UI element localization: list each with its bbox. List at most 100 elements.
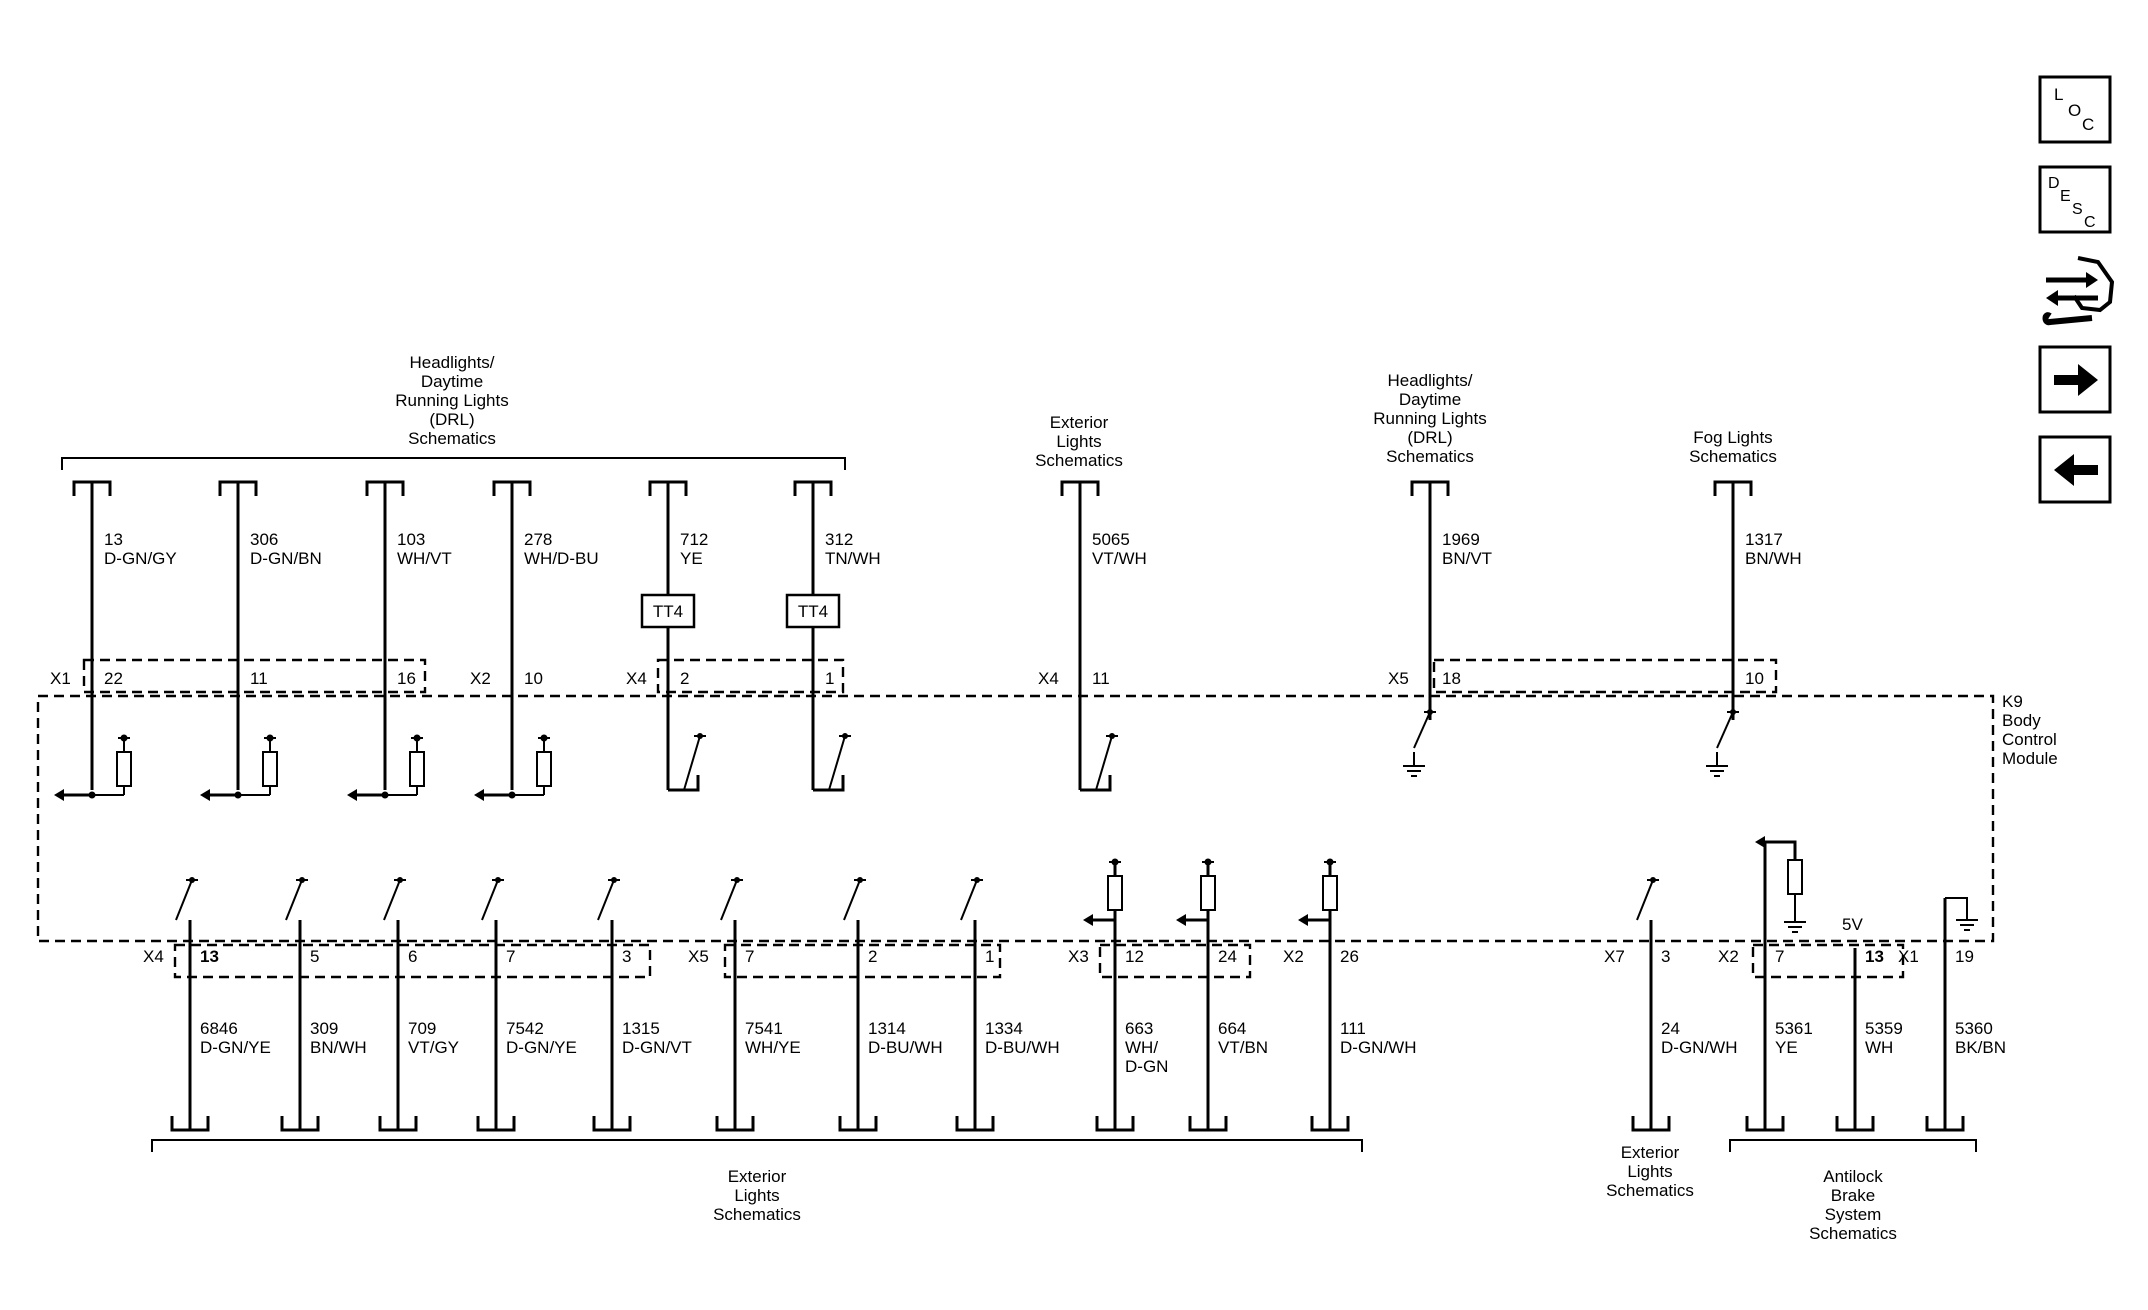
group-label-drl-top-2[interactable]: Headlights/ Daytime Running Lights (DRL)… <box>1373 371 1486 466</box>
wire-color-label: WH/YE <box>745 1038 801 1057</box>
group-label-fog-lights[interactable]: Fog Lights Schematics <box>1689 428 1777 466</box>
connector-id-label: X4 <box>143 947 164 966</box>
wire-color-label: D-BU/WH <box>985 1038 1060 1057</box>
next-button[interactable] <box>2038 345 2112 414</box>
circuit-number-label: 306 <box>250 530 278 549</box>
switch-symbol <box>175 877 198 921</box>
svg-text:E: E <box>2060 188 2071 205</box>
pin-number-label: 2 <box>868 947 877 966</box>
svg-text:C: C <box>2084 214 2096 231</box>
svg-text:Brake: Brake <box>1831 1186 1875 1205</box>
pin-number-label: 10 <box>1745 669 1764 688</box>
group-label-exterior-bottom[interactable]: Exterior Lights Schematics <box>713 1167 801 1224</box>
switch-symbol <box>720 877 743 921</box>
circuit-number-label: 111 <box>1340 1019 1366 1038</box>
group-label-exterior-top[interactable]: Exterior Lights Schematics <box>1035 413 1123 470</box>
pin-number-label: 26 <box>1340 947 1359 966</box>
pin-number-label: 3 <box>1661 947 1670 966</box>
svg-text:Daytime: Daytime <box>1399 390 1461 409</box>
switch-symbol <box>383 877 406 921</box>
next-arrow-icon <box>2054 364 2098 396</box>
pullup-resistor <box>262 734 278 795</box>
svg-text:Headlights/: Headlights/ <box>409 353 494 372</box>
previous-button[interactable] <box>2038 435 2112 504</box>
connector-boxes <box>82 658 1905 979</box>
module-label: K9 Body Control Module <box>2002 692 2058 768</box>
svg-text:Lights: Lights <box>1627 1162 1672 1181</box>
svg-text:Lights: Lights <box>1056 432 1101 451</box>
svg-text:Lights: Lights <box>734 1186 779 1205</box>
wire-color-label: D-GN/VT <box>622 1038 692 1057</box>
svg-text:Running Lights: Running Lights <box>1373 409 1486 428</box>
svg-text:Schematics: Schematics <box>408 429 496 448</box>
switch-symbol <box>597 877 620 921</box>
wire-color-label: YE <box>1775 1038 1798 1057</box>
circuit-number-label: 664 <box>1218 1019 1246 1038</box>
pullup-resistor <box>536 734 552 795</box>
svg-text:C: C <box>2082 115 2094 134</box>
previous-arrow-icon <box>2054 454 2098 486</box>
svg-text:System: System <box>1825 1205 1882 1224</box>
svg-text:Fog Lights: Fog Lights <box>1693 428 1772 447</box>
wire-color-label: WH/D-BU <box>524 549 599 568</box>
ground-symbol <box>1403 752 1425 777</box>
connector-end-view-button[interactable] <box>2042 256 2115 326</box>
circuit-number-label: 309 <box>310 1019 338 1038</box>
pin-number-label: 6 <box>408 947 417 966</box>
switch-symbol <box>683 733 706 791</box>
circuit-number-label: 712 <box>680 530 708 549</box>
svg-text:L: L <box>2054 85 2063 104</box>
pin-number-label: 22 <box>104 669 123 688</box>
wire-color-label: VT/BN <box>1218 1038 1268 1057</box>
svg-text:S: S <box>2072 201 2083 218</box>
loc-button[interactable]: L O C <box>2038 75 2112 144</box>
desc-button[interactable]: D E S C <box>2038 165 2112 234</box>
group-label-abs[interactable]: Antilock Brake System Schematics <box>1809 1167 1897 1243</box>
splice-box: TT4 <box>785 593 841 629</box>
svg-text:Exterior: Exterior <box>728 1167 787 1186</box>
svg-text:Headlights/: Headlights/ <box>1387 371 1472 390</box>
pin-number-label: 13 <box>200 947 219 966</box>
circuit-number-label: 5360 <box>1955 1019 1993 1038</box>
ground-symbol <box>1706 752 1728 777</box>
pullup-resistor <box>409 734 425 795</box>
connector-id-label: X1 <box>1898 947 1919 966</box>
svg-text:Running Lights: Running Lights <box>395 391 508 410</box>
circuit-number-label: 709 <box>408 1019 436 1038</box>
splice-box: TT4 <box>640 593 696 629</box>
desc-icon: D E S C <box>2048 175 2096 231</box>
pullup-resistor <box>1107 858 1123 911</box>
wire-color-label: D-GN/YE <box>506 1038 577 1057</box>
group-label-drl-top[interactable]: Headlights/ Daytime Running Lights (DRL)… <box>395 353 508 448</box>
circuit-number-label: 5065 <box>1092 530 1130 549</box>
ground-symbol <box>1784 908 1806 933</box>
pin-number-label: 5 <box>310 947 319 966</box>
group-label-exterior-bottom-2[interactable]: Exterior Lights Schematics <box>1606 1143 1694 1200</box>
connector-id-label: X4 <box>626 669 647 688</box>
connector-id-label: X3 <box>1068 947 1089 966</box>
